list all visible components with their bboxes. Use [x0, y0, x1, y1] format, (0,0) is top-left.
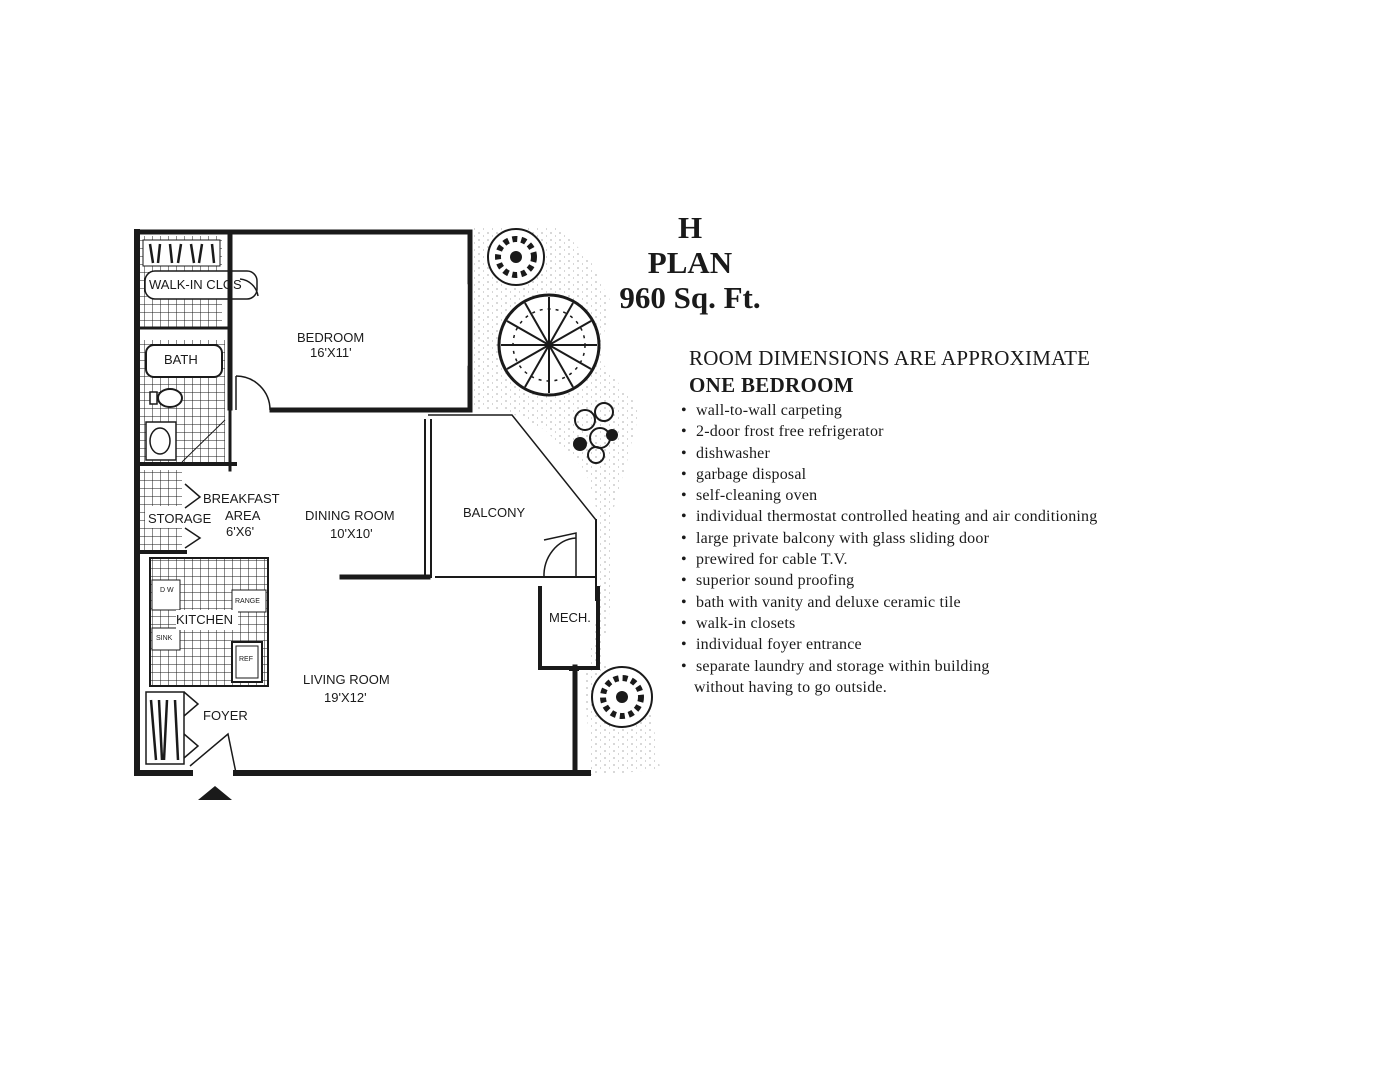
feature-item: • separate laundry and storage within bui… [680, 656, 1360, 699]
bullet-icon: • [681, 508, 687, 526]
feature-text: individual thermostat controlled heating… [696, 508, 1098, 526]
range [231, 589, 267, 613]
storage-label: STORAGE [148, 511, 212, 526]
feature-item: • individual thermostat controlled heatin… [680, 506, 1360, 527]
feature-text: large private balcony with glass sliding… [696, 529, 990, 547]
features-panel: ROOM DIMENSIONS ARE APPROXIMATE ONE BEDR… [680, 344, 1360, 698]
sink-label: SINK [156, 635, 173, 642]
living-room-dims: 19'X12' [324, 690, 367, 705]
walk-in-closet-label: WALK-IN CLOS [149, 277, 242, 292]
bathtub [145, 344, 223, 378]
flower-bed-icon [573, 402, 618, 464]
feature-text: superior sound proofing [696, 572, 855, 590]
feature-item: • garbage disposal [680, 464, 1360, 485]
breakfast-dims: 6'X6' [226, 524, 254, 539]
feature-text: bath with vanity and deluxe ceramic tile [696, 593, 961, 611]
bullet-icon: • [681, 402, 687, 419]
feature-text: prewired for cable T.V. [696, 551, 848, 569]
feature-item: • walk-in closets [680, 613, 1360, 634]
toilet [157, 388, 183, 408]
dimensions-disclaimer: ROOM DIMENSIONS ARE APPROXIMATE [689, 346, 1091, 370]
feature-text: wall-to-wall carpeting [696, 402, 843, 419]
foyer-label: FOYER [203, 708, 248, 723]
feature-item: • individual foyer entrance [680, 634, 1360, 655]
feature-text: self-cleaning oven [696, 487, 818, 505]
dishwasher [151, 579, 181, 611]
plan-word: PLAN [647, 245, 733, 280]
entrance-arrow-icon [198, 786, 232, 800]
feature-item: • large private balcony with glass slidin… [680, 528, 1360, 549]
bullet-icon: • [681, 551, 687, 569]
feature-item: • wall-to-wall carpeting [680, 400, 1360, 421]
balcony-label: BALCONY [463, 505, 525, 520]
feature-text-continuation: without having to go outside. [694, 678, 887, 696]
bedroom-label: BEDROOM [297, 330, 364, 345]
feature-item: • dishwasher [680, 443, 1360, 464]
bullet-icon: • [681, 614, 687, 632]
feature-text: walk-in closets [696, 614, 796, 632]
sink [151, 627, 181, 651]
feature-text: individual foyer entrance [696, 636, 862, 654]
dishwasher-label: D W [160, 587, 174, 594]
walls [134, 229, 600, 776]
bullet-icon: • [681, 636, 687, 654]
feature-item: • superior sound proofing [680, 570, 1360, 591]
bath-label: BATH [164, 352, 198, 367]
plan-letter: H [677, 210, 703, 245]
bullet-icon: • [681, 465, 687, 483]
plan-title: H PLAN 960 Sq. Ft. [595, 210, 785, 315]
shrub-icon [487, 228, 545, 286]
living-room-label: LIVING ROOM [303, 672, 390, 687]
feature-item: • 2-door frost free refrigerator [680, 421, 1360, 442]
feature-item: • self-cleaning oven [680, 485, 1360, 506]
breakfast-label-2: AREA [225, 508, 261, 523]
door-swings [183, 278, 577, 774]
bullet-icon: • [681, 529, 687, 547]
bullet-icon: • [681, 444, 687, 462]
bullet-icon: • [681, 593, 687, 611]
kitchen-label: KITCHEN [176, 612, 233, 627]
bullet-icon: • [681, 572, 687, 590]
feature-list: • wall-to-wall carpeting • 2-door frost fre… [680, 400, 1360, 698]
tree-icon [497, 293, 601, 397]
bullet-icon: • [681, 487, 687, 505]
bullet-icon: • [681, 423, 687, 441]
feature-text: 2-door frost free refrigerator [696, 423, 884, 441]
feature-text: garbage disposal [696, 465, 807, 483]
shrub-icon [591, 666, 653, 728]
feature-text: separate laundry and storage within buil… [696, 657, 990, 675]
unit-type: ONE BEDROOM [689, 373, 854, 397]
refrigerator-label: REF [239, 656, 253, 663]
plan-size: 960 Sq. Ft. [619, 280, 761, 315]
breakfast-label: BREAKFAST [203, 491, 280, 506]
feature-text: dishwasher [696, 444, 770, 462]
bedroom-dims: 16'X11' [310, 345, 352, 360]
range-label: RANGE [235, 598, 260, 605]
dining-dims: 10'X10' [330, 526, 373, 541]
mech-label: MECH. [549, 610, 591, 625]
feature-item: • prewired for cable T.V. [680, 549, 1360, 570]
bullet-icon: • [681, 657, 687, 675]
dining-label: DINING ROOM [305, 508, 395, 523]
feature-item: • bath with vanity and deluxe ceramic til… [680, 592, 1360, 613]
